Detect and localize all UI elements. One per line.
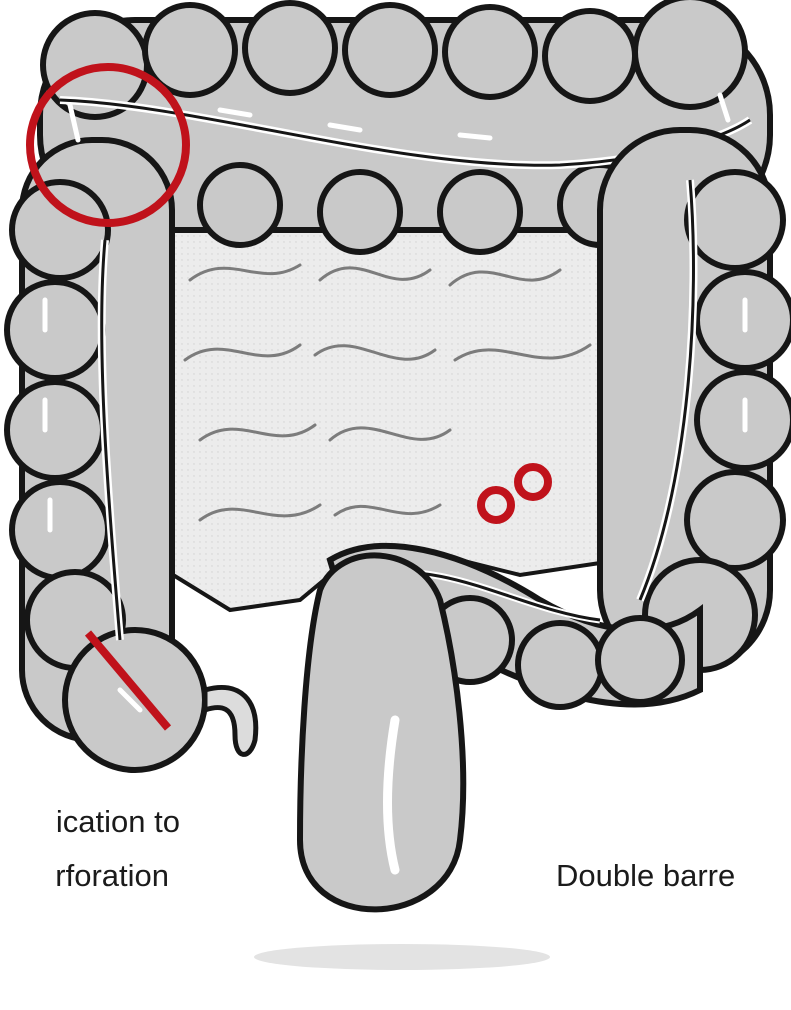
caption-left-line1: ication to: [56, 806, 180, 837]
caption-right: Double barre: [556, 860, 735, 891]
floor-shadow: [254, 944, 550, 970]
appendix: [205, 687, 256, 754]
rectum: [300, 555, 463, 909]
caption-left-line2: rforation: [55, 860, 169, 891]
descending-colon: [600, 130, 791, 670]
